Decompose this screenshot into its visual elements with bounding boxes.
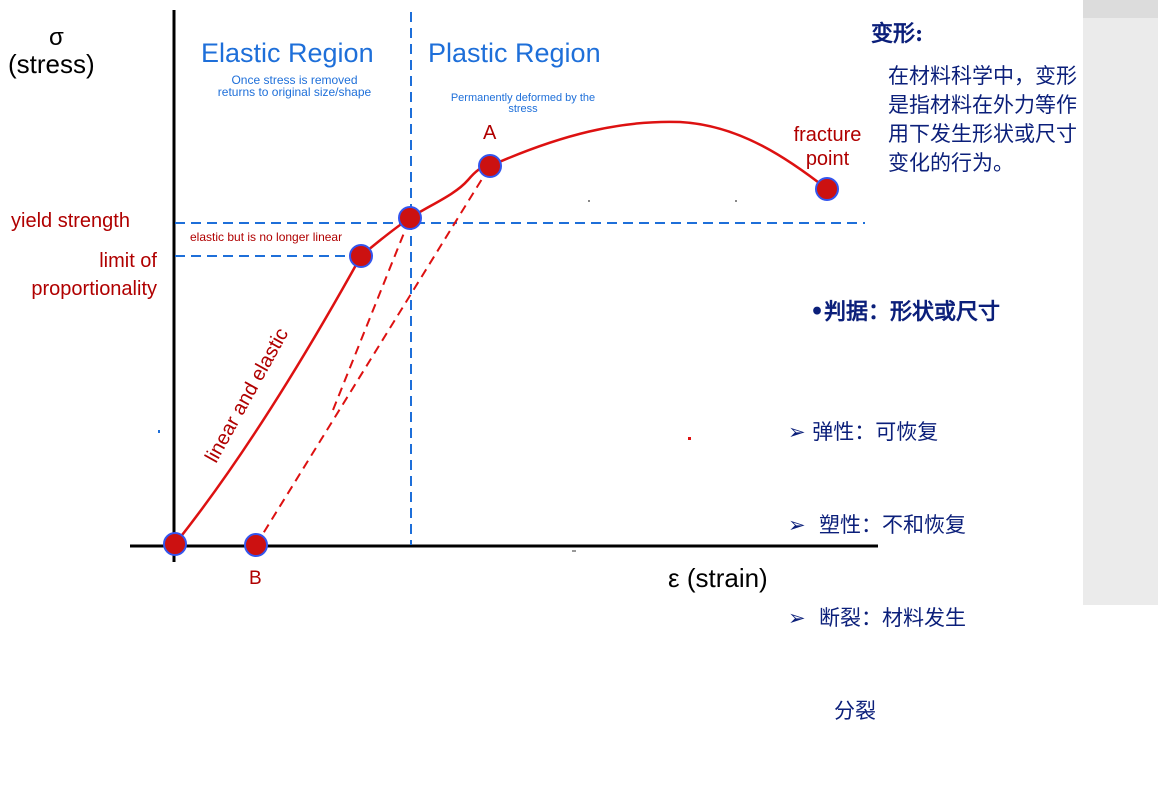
definition-line: 变化的行为。	[888, 151, 1014, 175]
list-item-continuation: 分裂	[834, 699, 876, 723]
elastic-recovery-line	[332, 217, 411, 411]
y-axis-symbol: σ	[49, 24, 64, 51]
plastic-region-title: Plastic Region	[428, 38, 601, 68]
limit-of-proportionality-label: limit of proportionality	[0, 247, 157, 303]
fracture-label-line: fracture	[793, 124, 862, 146]
elastic-region-note: Once stress is removed returns to origin…	[182, 74, 407, 98]
fracture-label-line: point	[805, 148, 850, 170]
point-b-marker	[244, 533, 268, 557]
point-a-marker	[478, 154, 502, 178]
deformation-types-list: ➢ 弹性：可恢复 ➢ 塑性：不和恢复 ➢ 断裂：材料发生 分裂	[788, 355, 966, 789]
list-item: ➢ 塑性：不和恢复	[788, 513, 966, 537]
plastic-note-line: stress	[508, 103, 538, 115]
arrow-bullet-icon: ➢	[788, 420, 806, 444]
speck	[158, 430, 160, 433]
definition-line: 是指材料在外力等作	[888, 93, 1077, 117]
elastic-note-line: Once stress is removed	[231, 73, 358, 87]
speck	[572, 550, 576, 552]
point-b-label: B	[249, 568, 262, 589]
elastic-region-title: Elastic Region	[201, 38, 374, 68]
criterion-heading: •判据：形状或尺寸	[810, 299, 1001, 325]
plastic-note-line: Permanently deformed by the	[450, 92, 596, 104]
point-a-label: A	[483, 122, 497, 144]
stress-strain-diagram: linear and elastic	[130, 10, 878, 562]
proportionality-point	[349, 244, 373, 268]
list-item: ➢ 弹性：可恢复	[788, 420, 939, 444]
x-axis-label: ε (strain)	[668, 563, 768, 593]
limit-label-line: limit of	[99, 250, 157, 272]
fracture-point-marker	[815, 177, 839, 201]
right-sidebar	[1083, 0, 1158, 605]
origin-point	[163, 532, 187, 556]
limit-label-line: proportionality	[31, 278, 157, 300]
sidebar-header	[1083, 0, 1158, 18]
fracture-point-label: fracture point	[780, 123, 875, 171]
arrow-bullet-icon: ➢	[788, 513, 806, 537]
yield-strength-label: yield strength	[11, 210, 130, 232]
definition-line: 在材料科学中，变形	[888, 64, 1077, 88]
y-axis-label: (stress)	[8, 49, 95, 79]
arrow-bullet-icon: ➢	[788, 606, 806, 630]
speck	[688, 437, 691, 440]
stress-strain-curve	[174, 120, 828, 545]
speck	[735, 200, 737, 202]
yield-point	[398, 206, 422, 230]
elastic-note-line: returns to original size/shape	[217, 85, 372, 99]
speck	[588, 200, 590, 202]
elastic-nonlinear-label: elastic but is no longer linear	[190, 230, 343, 244]
list-item: ➢ 断裂：材料发生	[788, 606, 966, 630]
plastic-region-note: Permanently deformed by the stress	[418, 93, 628, 115]
stress-strain-slide: linear and elastic σ (stress) ε (strain)…	[0, 0, 1158, 723]
deformation-definition: 在材料科学中，变形 是指材料在外力等作 用下发生形状或尺寸 变化的行为。	[888, 62, 1077, 178]
deformation-title: 变形:	[871, 21, 924, 47]
definition-line: 用下发生形状或尺寸	[888, 122, 1077, 146]
